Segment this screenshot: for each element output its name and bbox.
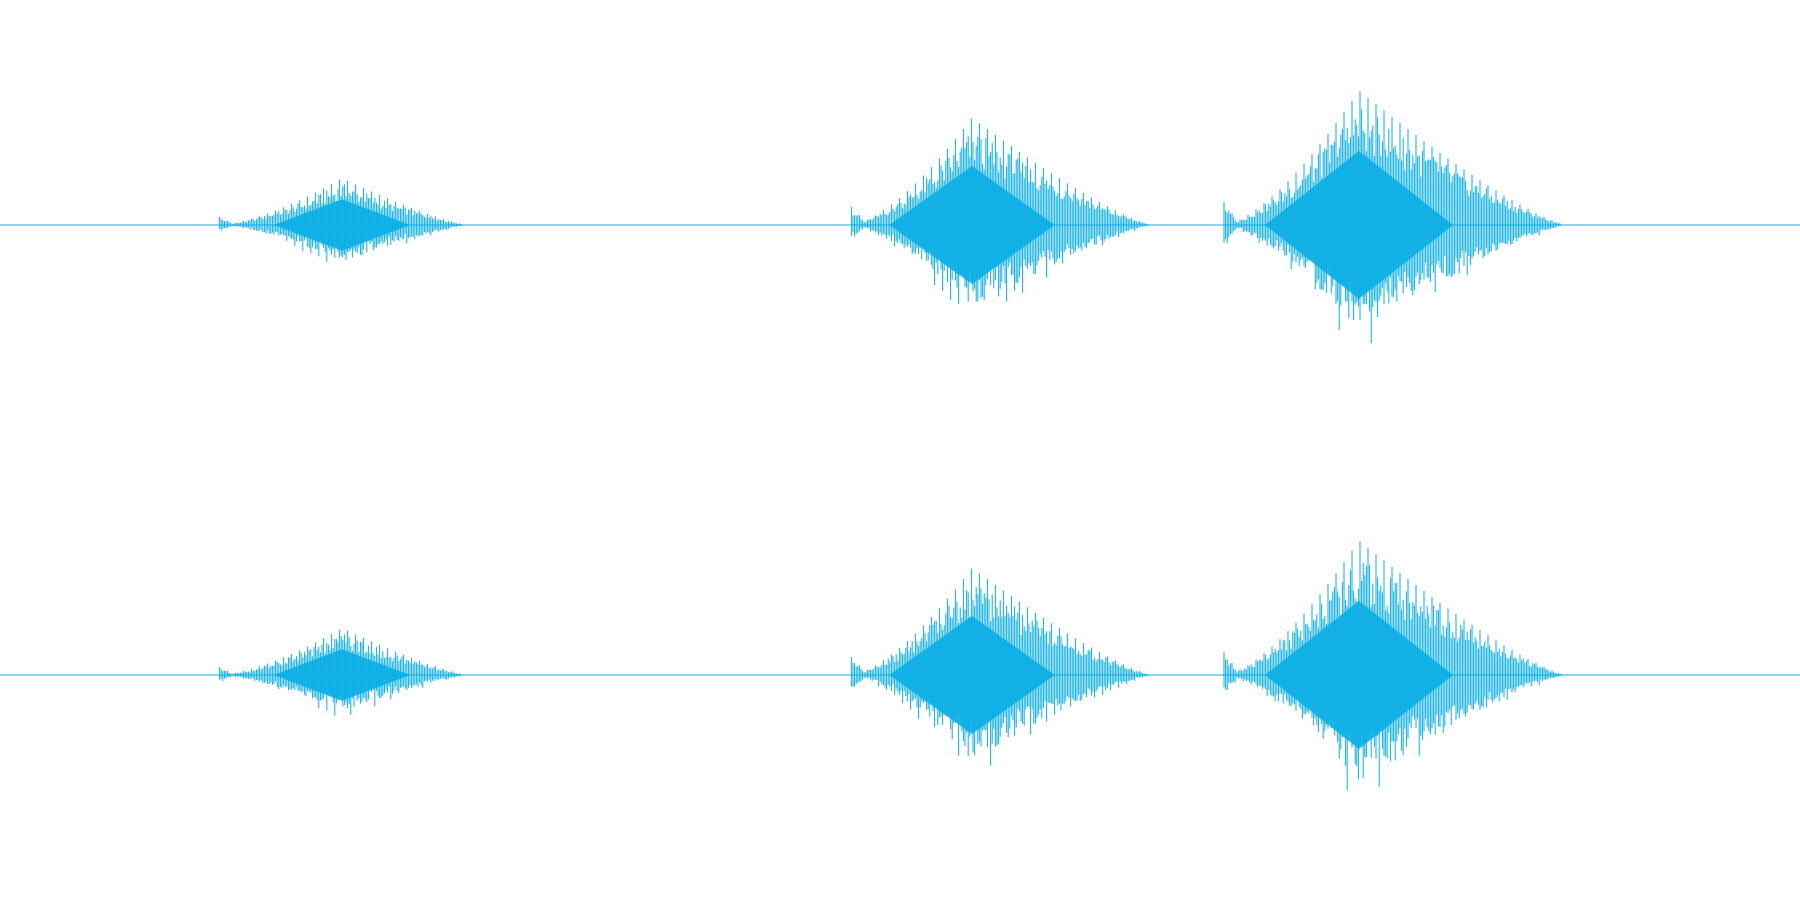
waveform-burst-core [273,199,411,251]
waveform-channel-1-plot [0,91,1800,343]
waveform-burst-core [1265,151,1453,299]
waveform-channel-2-plot [0,541,1800,791]
waveform-channel-1[interactable] [0,0,1800,450]
waveform-burst-core [889,166,1055,284]
waveform-burst-core [1265,601,1453,749]
waveform-burst-core [273,649,411,701]
waveform-burst-core [889,616,1055,734]
waveform-channel-2[interactable] [0,450,1800,900]
